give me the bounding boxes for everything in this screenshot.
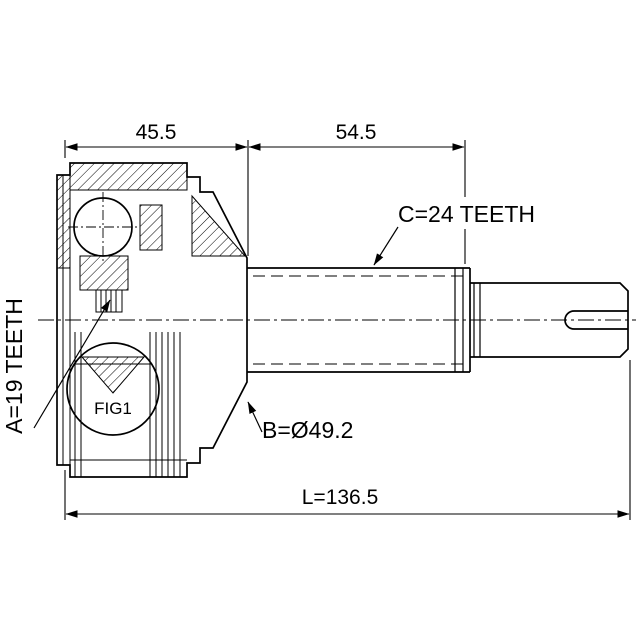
dimension-housing-width: 45.5 (64, 121, 249, 256)
dimension-spline-length: 54.5 (248, 121, 466, 264)
dimension-overall-length: L=136.5 (64, 360, 631, 520)
shaft-teeth-label: C=24 TEETH (398, 201, 535, 227)
fig1-detail-callout: FIG1 (66, 342, 160, 436)
shaft-end-slot (564, 310, 628, 330)
label-housing-diameter: B=Ø49.2 (247, 401, 353, 443)
housing-width-label: 45.5 (136, 121, 177, 144)
inner-race-teeth-label: A=19 TEETH (1, 298, 27, 434)
shaft-end (470, 282, 629, 358)
spline-length-label: 54.5 (336, 121, 377, 144)
label-shaft-teeth: C=24 TEETH (373, 201, 535, 266)
spline-shaft (247, 267, 471, 373)
label-inner-race-teeth: A=19 TEETH (1, 298, 111, 434)
housing-boot-groove-lines (70, 332, 187, 477)
overall-length-label: L=136.5 (302, 486, 379, 509)
housing-outline (56, 162, 248, 478)
fig1-label: FIG1 (94, 399, 132, 418)
housing-diameter-label: B=Ø49.2 (262, 417, 353, 443)
fig1-circle (66, 342, 160, 436)
